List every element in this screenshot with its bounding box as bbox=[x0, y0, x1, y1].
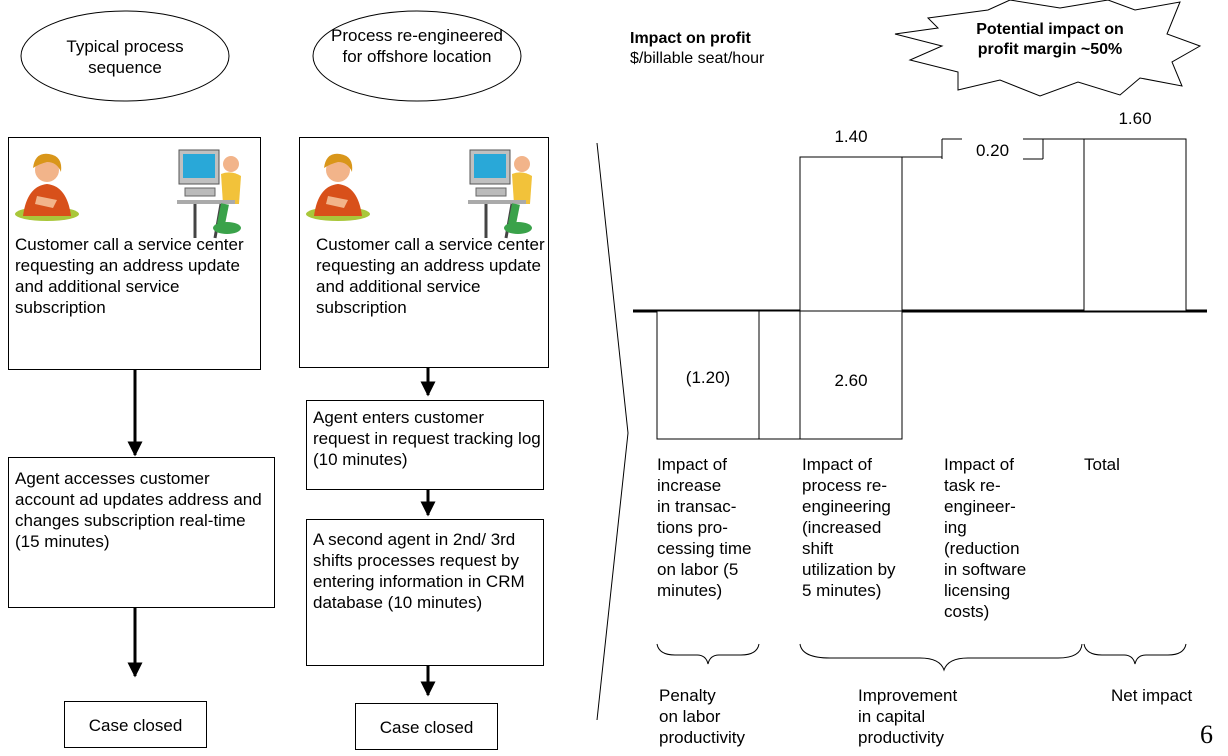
value-label-total: 1.60 bbox=[1118, 109, 1152, 128]
value-label-process-below: 2.60 bbox=[834, 371, 868, 390]
chart-title: Impact on profit bbox=[630, 30, 751, 47]
category-label-total: Total bbox=[1084, 455, 1120, 474]
header-ellipse-left bbox=[20, 10, 230, 102]
group-label-penalty: Penalty on labor productivity bbox=[659, 686, 745, 747]
category-label-labor: Impact of increase in transac- tions pro… bbox=[657, 455, 752, 600]
customer-person-icon bbox=[15, 153, 79, 221]
right-step1-text: Customer call a service center requestin… bbox=[316, 235, 545, 317]
right-case-closed-box: Case closed bbox=[355, 703, 498, 750]
right-step3-text: A second agent in 2nd/ 3rd shifts proces… bbox=[313, 530, 525, 612]
chart-subtitle: $/billable seat/hour bbox=[630, 50, 765, 67]
right-column-header: Process re-engineered for offshore locat… bbox=[331, 26, 503, 66]
callout-starburst bbox=[894, 0, 1202, 97]
left-step1-box: Customer call a service center requestin… bbox=[8, 137, 261, 370]
brace-improvement bbox=[799, 643, 1083, 672]
category-label-process: Impact of process re- engineering (incre… bbox=[802, 455, 896, 600]
page-number: 6 bbox=[1200, 720, 1213, 749]
header-ellipse-right bbox=[312, 10, 522, 102]
agent-computer-icon bbox=[177, 149, 241, 239]
brace-net bbox=[1083, 643, 1187, 665]
bar-total bbox=[1083, 138, 1187, 312]
callout-text: Potential impact on profit margin ~50% bbox=[976, 21, 1124, 58]
group-label-net: Net impact bbox=[1111, 686, 1193, 705]
bar-labor-penalty bbox=[656, 310, 760, 440]
zoom-wedge bbox=[596, 142, 629, 721]
right-case-closed-text: Case closed bbox=[379, 718, 474, 737]
group-label-improvement: Improvement in capital productivity bbox=[858, 686, 958, 747]
right-step2-box: Agent enters customer request in request… bbox=[306, 400, 544, 490]
right-step3-box: A second agent in 2nd/ 3rd shifts proces… bbox=[306, 519, 544, 666]
bar-connector-small bbox=[758, 310, 801, 440]
brace-penalty bbox=[656, 643, 760, 665]
bar-process-above bbox=[799, 156, 903, 312]
customer-person-icon-2 bbox=[306, 153, 370, 221]
category-label-task: Impact of task re- engineer- ing (reduct… bbox=[944, 455, 1027, 621]
bar-process-below bbox=[799, 310, 903, 440]
right-step1-box: Customer call a service center requestin… bbox=[299, 137, 549, 368]
value-label-process-above: 1.40 bbox=[834, 127, 868, 146]
agent-computer-icon-2 bbox=[468, 149, 532, 239]
left-step2-text: Agent accesses customer account ad updat… bbox=[15, 469, 262, 551]
left-column-header: Typical process sequence bbox=[66, 37, 184, 77]
value-label-labor: (1.20) bbox=[685, 368, 731, 387]
value-label-task: 0.20 bbox=[975, 141, 1010, 160]
left-case-closed-text: Case closed bbox=[88, 716, 183, 735]
left-case-closed-box: Case closed bbox=[64, 701, 207, 748]
right-step2-text: Agent enters customer request in request… bbox=[313, 408, 541, 469]
left-step1-text: Customer call a service center requestin… bbox=[15, 235, 244, 317]
left-step2-box: Agent accesses customer account ad updat… bbox=[8, 457, 275, 608]
